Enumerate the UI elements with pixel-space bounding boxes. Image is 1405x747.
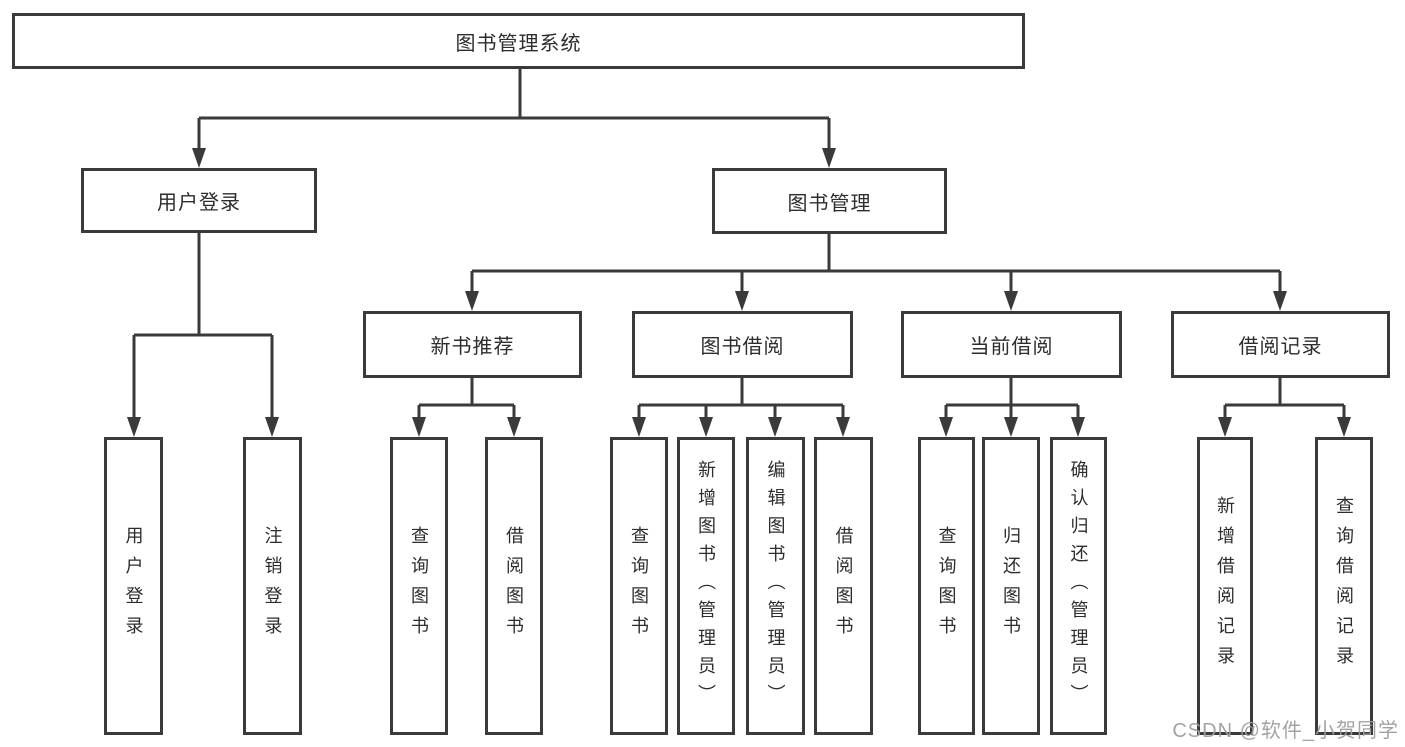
leaf-confirm-return-admin: 确认归还（管理员）	[1050, 437, 1107, 735]
leaf-borrow-books: 借阅图书	[814, 437, 873, 735]
node-library-management-system: 图书管理系统	[12, 13, 1025, 69]
leaf-borrow-books-recommend: 借阅图书	[485, 437, 543, 735]
leaf-user-login: 用户登录	[104, 437, 163, 735]
node-new-book-recommend: 新书推荐	[363, 311, 582, 378]
node-user-login: 用户登录	[81, 168, 317, 233]
edge-user-login-branch	[132, 233, 274, 419]
edge-current-borrow-branch	[944, 378, 1080, 419]
leaf-add-books-admin: 新增图书（管理员）	[677, 437, 735, 735]
leaf-query-borrow-record: 查询借阅记录	[1315, 437, 1373, 735]
edge-new-book-branch	[417, 378, 516, 419]
leaf-logout: 注销登录	[243, 437, 302, 735]
edge-book-borrow-branch	[637, 378, 845, 419]
leaf-query-books-borrow: 查询图书	[610, 437, 668, 735]
leaf-return-books: 归还图书	[982, 437, 1040, 735]
watermark-text: CSDN @软件_小贺同学	[1172, 720, 1399, 742]
leaf-query-books-recommend: 查询图书	[390, 437, 448, 735]
node-borrow-records: 借阅记录	[1171, 311, 1390, 378]
edge-borrow-records-branch	[1223, 378, 1346, 419]
leaf-edit-books-admin: 编辑图书（管理员）	[746, 437, 805, 735]
leaf-add-borrow-record: 新增借阅记录	[1197, 437, 1253, 735]
node-book-borrowing: 图书借阅	[632, 311, 853, 378]
arrowheads	[127, 148, 1351, 437]
node-current-borrowing: 当前借阅	[901, 311, 1122, 378]
edge-book-mgmt-branch	[470, 234, 1282, 293]
node-book-management: 图书管理	[712, 168, 947, 234]
edge-root-to-level2	[197, 68, 831, 150]
leaf-query-books-current: 查询图书	[918, 437, 975, 735]
